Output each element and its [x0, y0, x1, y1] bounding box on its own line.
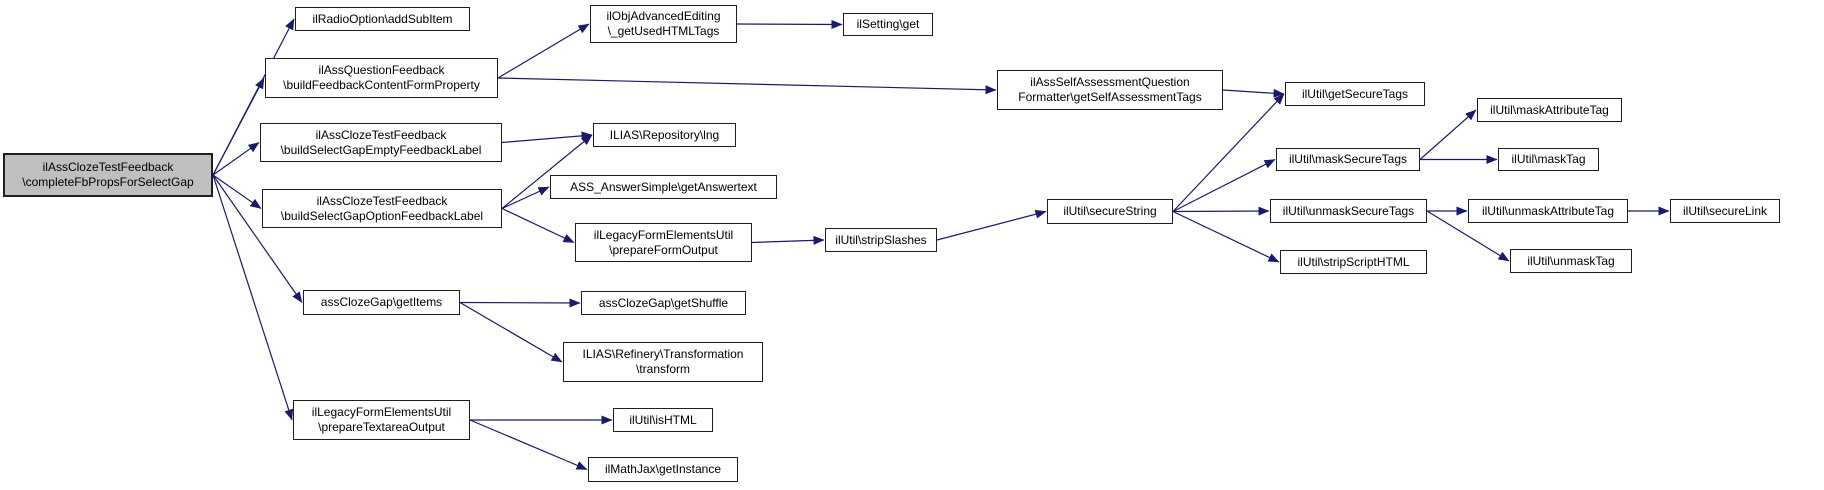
node-label-line: ilUtil\secureString [1063, 204, 1157, 218]
graph-node-lng[interactable]: ILIAS\Repository\lng [593, 123, 736, 147]
call-edge-secureString-to-maskSecureTags [1172, 158, 1276, 213]
graph-node-getSecureTags[interactable]: ilUtil\getSecureTags [1285, 82, 1425, 106]
node-label-line: ilUtil\isHTML [629, 412, 697, 427]
node-label-line: assClozeGap\getItems [320, 295, 443, 309]
graph-node-getAnswertext[interactable]: ASS_AnswerSimple\getAnswertext [550, 175, 777, 199]
call-edge-buildSelectGapEmptyFeedbackLabel-to-lng [501, 131, 593, 144]
call-edge-completeFbPropsForSelectGap-to-buildSelectGapOptionFeedbackLabel [212, 174, 262, 209]
node-label-line: ilUtil\unmaskAttributeTag [1481, 203, 1615, 218]
graph-node-prepareTextareaOutput[interactable]: ilLegacyFormElementsUtil\prepareTextarea… [293, 400, 470, 440]
graph-node-getInstance[interactable]: ilMathJax\getInstance [588, 457, 738, 482]
node-label-line: ilAssSelfAssessmentQuestion [1030, 75, 1190, 89]
node-label-line: assClozeGap\getShuffle [598, 295, 729, 310]
call-edge-stripSlashes-to-secureString [936, 209, 1047, 241]
graph-node-getShuffle[interactable]: assClozeGap\getShuffle [581, 291, 746, 315]
node-label-line: ilAssClozeTestFeedback [316, 193, 448, 208]
node-label-line: ilUtil\secureLink [1682, 203, 1768, 218]
graph-node-buildFeedbackContentFormProperty[interactable]: ilAssQuestionFeedback\buildFeedbackConte… [265, 58, 498, 98]
graph-node-completeFbPropsForSelectGap: ilAssClozeTestFeedback\completeFbPropsFo… [3, 153, 213, 197]
node-label-line: ilUtil\maskAttributeTag [1490, 102, 1609, 117]
node-label-line: ILIAS\Repository\lng [609, 127, 720, 142]
graph-node-prepareFormOutput[interactable]: ilLegacyFormElementsUtil\prepareFormOutp… [575, 223, 752, 262]
node-label-line: ilUtil\unmaskSecureTags [1282, 203, 1415, 218]
graph-node-maskTag[interactable]: ilUtil\maskTag [1498, 148, 1599, 171]
graph-node-maskAttributeTag[interactable]: ilUtil\maskAttributeTag [1477, 98, 1622, 122]
node-label-line: \prepareTextareaOutput [318, 420, 445, 434]
graph-node-isHTML[interactable]: ilUtil\isHTML [613, 408, 713, 432]
graph-node-stripScriptHTML[interactable]: ilUtil\stripScriptHTML [1280, 250, 1427, 274]
node-label-line: \prepareFormOutput [609, 242, 718, 257]
graph-node-getUsedHTMLTags[interactable]: ilObjAdvancedEditing\_getUsedHTMLTags [590, 5, 737, 43]
node-label-line: ilLegacyFormElementsUtil [311, 405, 452, 419]
graph-node-transform[interactable]: ILIAS\Refinery\Transformation\transform [563, 342, 763, 382]
call-edge-prepareTextareaOutput-to-getInstance [469, 419, 588, 471]
call-edge-getUsedHTMLTags-to-settingGet [736, 19, 843, 29]
node-label-line: ilMathJax\getInstance [604, 462, 722, 476]
node-label-line: \buildFeedbackContentFormProperty [283, 78, 480, 92]
call-edge-secureString-to-stripScriptHTML [1172, 210, 1280, 263]
call-edge-secureString-to-unmaskSecureTags [1172, 206, 1270, 216]
call-edge-buildFeedbackContentFormProperty-to-getSelfAssessmentTags [497, 77, 997, 95]
node-label-line: ilAssQuestionFeedback [318, 63, 445, 77]
node-label-line: ilUtil\unmaskTag [1527, 253, 1615, 268]
call-edge-completeFbPropsForSelectGap-to-buildFeedbackContentFormProperty [212, 77, 265, 176]
graph-node-unmaskAttributeTag[interactable]: ilUtil\unmaskAttributeTag [1468, 199, 1628, 223]
node-label-line: ilObjAdvancedEditing [606, 9, 721, 23]
node-label-line: ilAssClozeTestFeedback [315, 127, 447, 142]
node-label-line: ilUtil\stripSlashes [835, 232, 927, 247]
call-edge-getItems-to-transform [459, 301, 563, 363]
graph-node-secureLink[interactable]: ilUtil\secureLink [1670, 199, 1780, 223]
call-edge-prepareFormOutput-to-stripSlashes [751, 235, 825, 245]
graph-node-stripSlashes[interactable]: ilUtil\stripSlashes [825, 228, 937, 252]
call-edge-getSelfAssessmentTags-to-getSecureTags [1222, 88, 1285, 98]
graph-node-buildSelectGapOptionFeedbackLabel[interactable]: ilAssClozeTestFeedback\buildSelectGapOpt… [262, 189, 502, 228]
graph-node-secureString[interactable]: ilUtil\secureString [1047, 199, 1173, 224]
call-edge-buildFeedbackContentFormProperty-to-getUsedHTMLTags [497, 23, 590, 79]
node-label-line: ilUtil\getSecureTags [1301, 86, 1409, 101]
call-edge-completeFbPropsForSelectGap-to-buildSelectGapEmptyFeedbackLabel [212, 142, 260, 176]
graph-node-getItems[interactable]: assClozeGap\getItems [303, 290, 460, 315]
node-label-line: \transform [635, 362, 690, 376]
node-label-line: ilRadioOption\addSubItem [312, 11, 453, 26]
node-label-line: ilLegacyFormElementsUtil [593, 227, 734, 242]
node-label-line: ilUtil\stripScriptHTML [1297, 254, 1410, 269]
node-label-line: ilUtil\maskTag [1511, 152, 1586, 166]
graph-node-unmaskSecureTags[interactable]: ilUtil\unmaskSecureTags [1270, 199, 1427, 223]
call-edge-buildSelectGapOptionFeedbackLabel-to-prepareFormOutput [501, 207, 575, 244]
node-label-line: \buildSelectGapEmptyFeedbackLabel [280, 142, 482, 157]
graph-node-addSubItem[interactable]: ilRadioOption\addSubItem [295, 7, 470, 31]
node-label-line: ilUtil\maskSecureTags [1288, 152, 1408, 166]
node-label-line: ilSetting\get [856, 17, 920, 31]
call-edge-maskSecureTags-to-maskAttributeTag [1419, 109, 1477, 160]
node-label-line: ILIAS\Refinery\Transformation [582, 347, 744, 361]
node-label-line: \_getUsedHTMLTags [607, 24, 720, 38]
graph-node-unmaskTag[interactable]: ilUtil\unmaskTag [1510, 249, 1632, 273]
node-label-line: ASS_AnswerSimple\getAnswertext [570, 179, 757, 194]
call-edge-secureString-to-getSecureTags [1172, 93, 1285, 212]
node-label-line: Formatter\getSelfAssessmentTags [1018, 90, 1202, 104]
call-edge-buildSelectGapOptionFeedbackLabel-to-getAnswertext [501, 186, 550, 210]
node-label-line: ilAssClozeTestFeedback [42, 160, 174, 174]
node-label-line: \completeFbPropsForSelectGap [22, 175, 194, 189]
graph-node-buildSelectGapEmptyFeedbackLabel[interactable]: ilAssClozeTestFeedback\buildSelectGapEmp… [260, 123, 502, 162]
graph-node-maskSecureTags[interactable]: ilUtil\maskSecureTags [1276, 148, 1420, 171]
graph-node-settingGet[interactable]: ilSetting\get [843, 13, 933, 36]
call-edge-getItems-to-getShuffle [459, 298, 581, 308]
node-label-line: \buildSelectGapOptionFeedbackLabel [280, 208, 484, 223]
